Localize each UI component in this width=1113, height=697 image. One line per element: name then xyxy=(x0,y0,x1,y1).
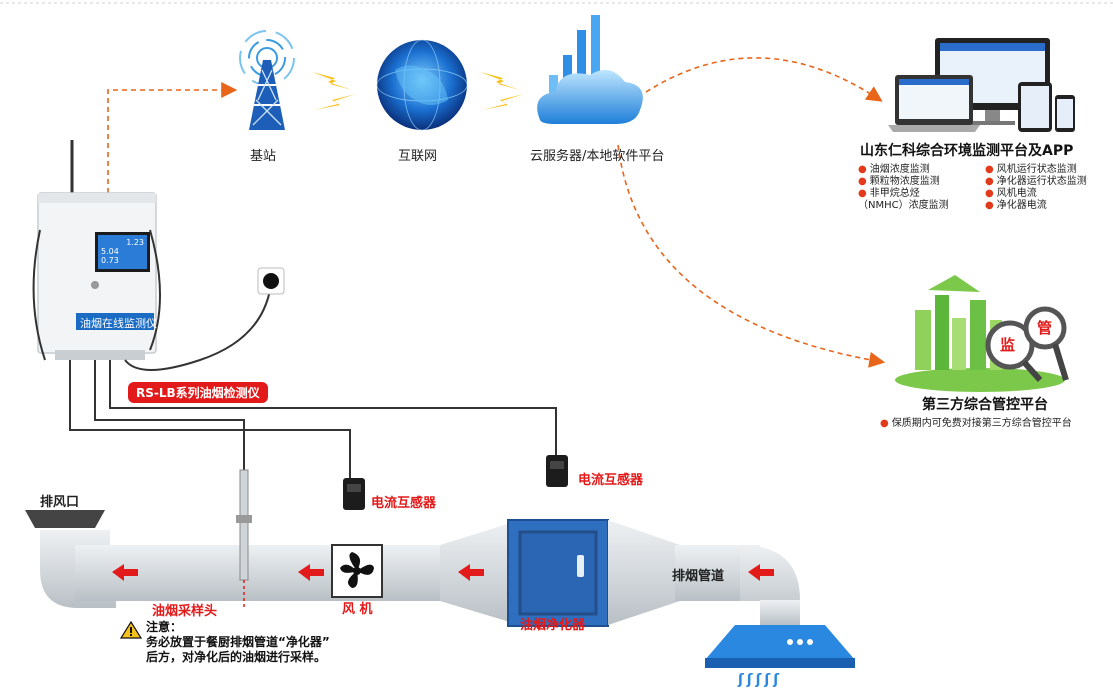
device-screen: 1.23 5.04 0.73 xyxy=(101,238,144,266)
platform-devices-icon xyxy=(888,38,1075,132)
flow-arrows xyxy=(112,564,774,581)
supervise-badge-2: 管 xyxy=(1037,319,1053,337)
sampling-probe xyxy=(236,469,252,610)
notice-title: 注意： xyxy=(146,620,183,634)
link-device-station xyxy=(107,82,238,193)
feature-item: 净化器电流 xyxy=(996,200,1047,211)
notice-line-2: 后方，对净化后的油烟进行采样。 xyxy=(146,650,327,664)
feature-item: 油烟浓度监测 xyxy=(869,164,930,175)
hood-mark: ʃʃʃʃʃ xyxy=(738,672,783,688)
base-station-label: 基站 xyxy=(250,149,277,164)
link-cloud-platform xyxy=(645,57,883,102)
exhaust-duct xyxy=(25,510,855,668)
screen-value: 0.73 xyxy=(101,256,119,265)
third-party-note: ●保质期内可免费对接第三方综合管控平台 xyxy=(880,418,1072,429)
feature-item: 非甲烷总烃 xyxy=(869,188,920,199)
warning-icon xyxy=(119,620,143,639)
platform-features-right: ●风机运行状态监测 ●净化器运行状态监测 ●风机电流 ●净化器电流 xyxy=(985,164,1087,211)
current-sensor-1-label: 电流互感器 xyxy=(371,496,437,511)
model-badge: RS-LB系列油烟检测仪 xyxy=(128,382,268,403)
internet-label: 互联网 xyxy=(398,149,438,164)
pipe-label: 排烟管道 xyxy=(672,569,725,584)
exhaust-outlet-label: 排风口 xyxy=(40,495,80,510)
probe-sensor-icon xyxy=(257,267,285,295)
notice-line-1: 务必放置于餐厨排烟管道“净化器” xyxy=(146,635,330,649)
link-cloud-thirdparty xyxy=(617,144,886,368)
feature-item: 风机电流 xyxy=(996,188,1037,199)
current-transformer-1 xyxy=(343,478,365,510)
third-party-note-text: 保质期内可免费对接第三方综合管控平台 xyxy=(891,418,1072,429)
cloud-label: 云服务器/本地软件平台 xyxy=(530,149,665,164)
current-sensor-2-label: 电流互感器 xyxy=(578,473,644,488)
third-party-title: 第三方综合管控平台 xyxy=(922,397,1048,413)
screen-value: 1.23 xyxy=(126,238,144,247)
notice-box: 注意： 务必放置于餐厨排烟管道“净化器” 后方，对净化后的油烟进行采样。 xyxy=(146,620,330,665)
cloud-server-icon xyxy=(537,15,643,124)
fan-label: 风 机 xyxy=(342,602,373,617)
third-party-platform-icon xyxy=(895,275,1069,392)
base-station-icon xyxy=(239,30,295,130)
feature-item: 颗粒物浓度监测 xyxy=(869,176,940,187)
device-panel-label: 油烟在线监测仪 xyxy=(80,317,157,330)
supervise-badge-1: 监 xyxy=(1000,336,1016,354)
feature-item: 风机运行状态监测 xyxy=(996,164,1077,175)
platform-features-left: ●油烟浓度监测 ●颗粒物浓度监测 ●非甲烷总烃 （NMHC）浓度监测 xyxy=(858,164,949,211)
sample-head-label: 油烟采样头 xyxy=(152,604,218,619)
feature-item: 净化器运行状态监测 xyxy=(996,176,1087,187)
current-transformer-2 xyxy=(546,455,568,487)
platform-title: 山东仁科综合环境监测平台及APP xyxy=(860,143,1074,159)
purifier-label: 油烟净化器 xyxy=(520,618,586,633)
signal-bolt-icon xyxy=(312,72,524,110)
feature-item: （NMHC）浓度监测 xyxy=(858,200,949,211)
screen-value: 5.04 xyxy=(101,247,119,256)
monitor-cabinet xyxy=(37,140,157,360)
globe-icon xyxy=(376,39,468,131)
